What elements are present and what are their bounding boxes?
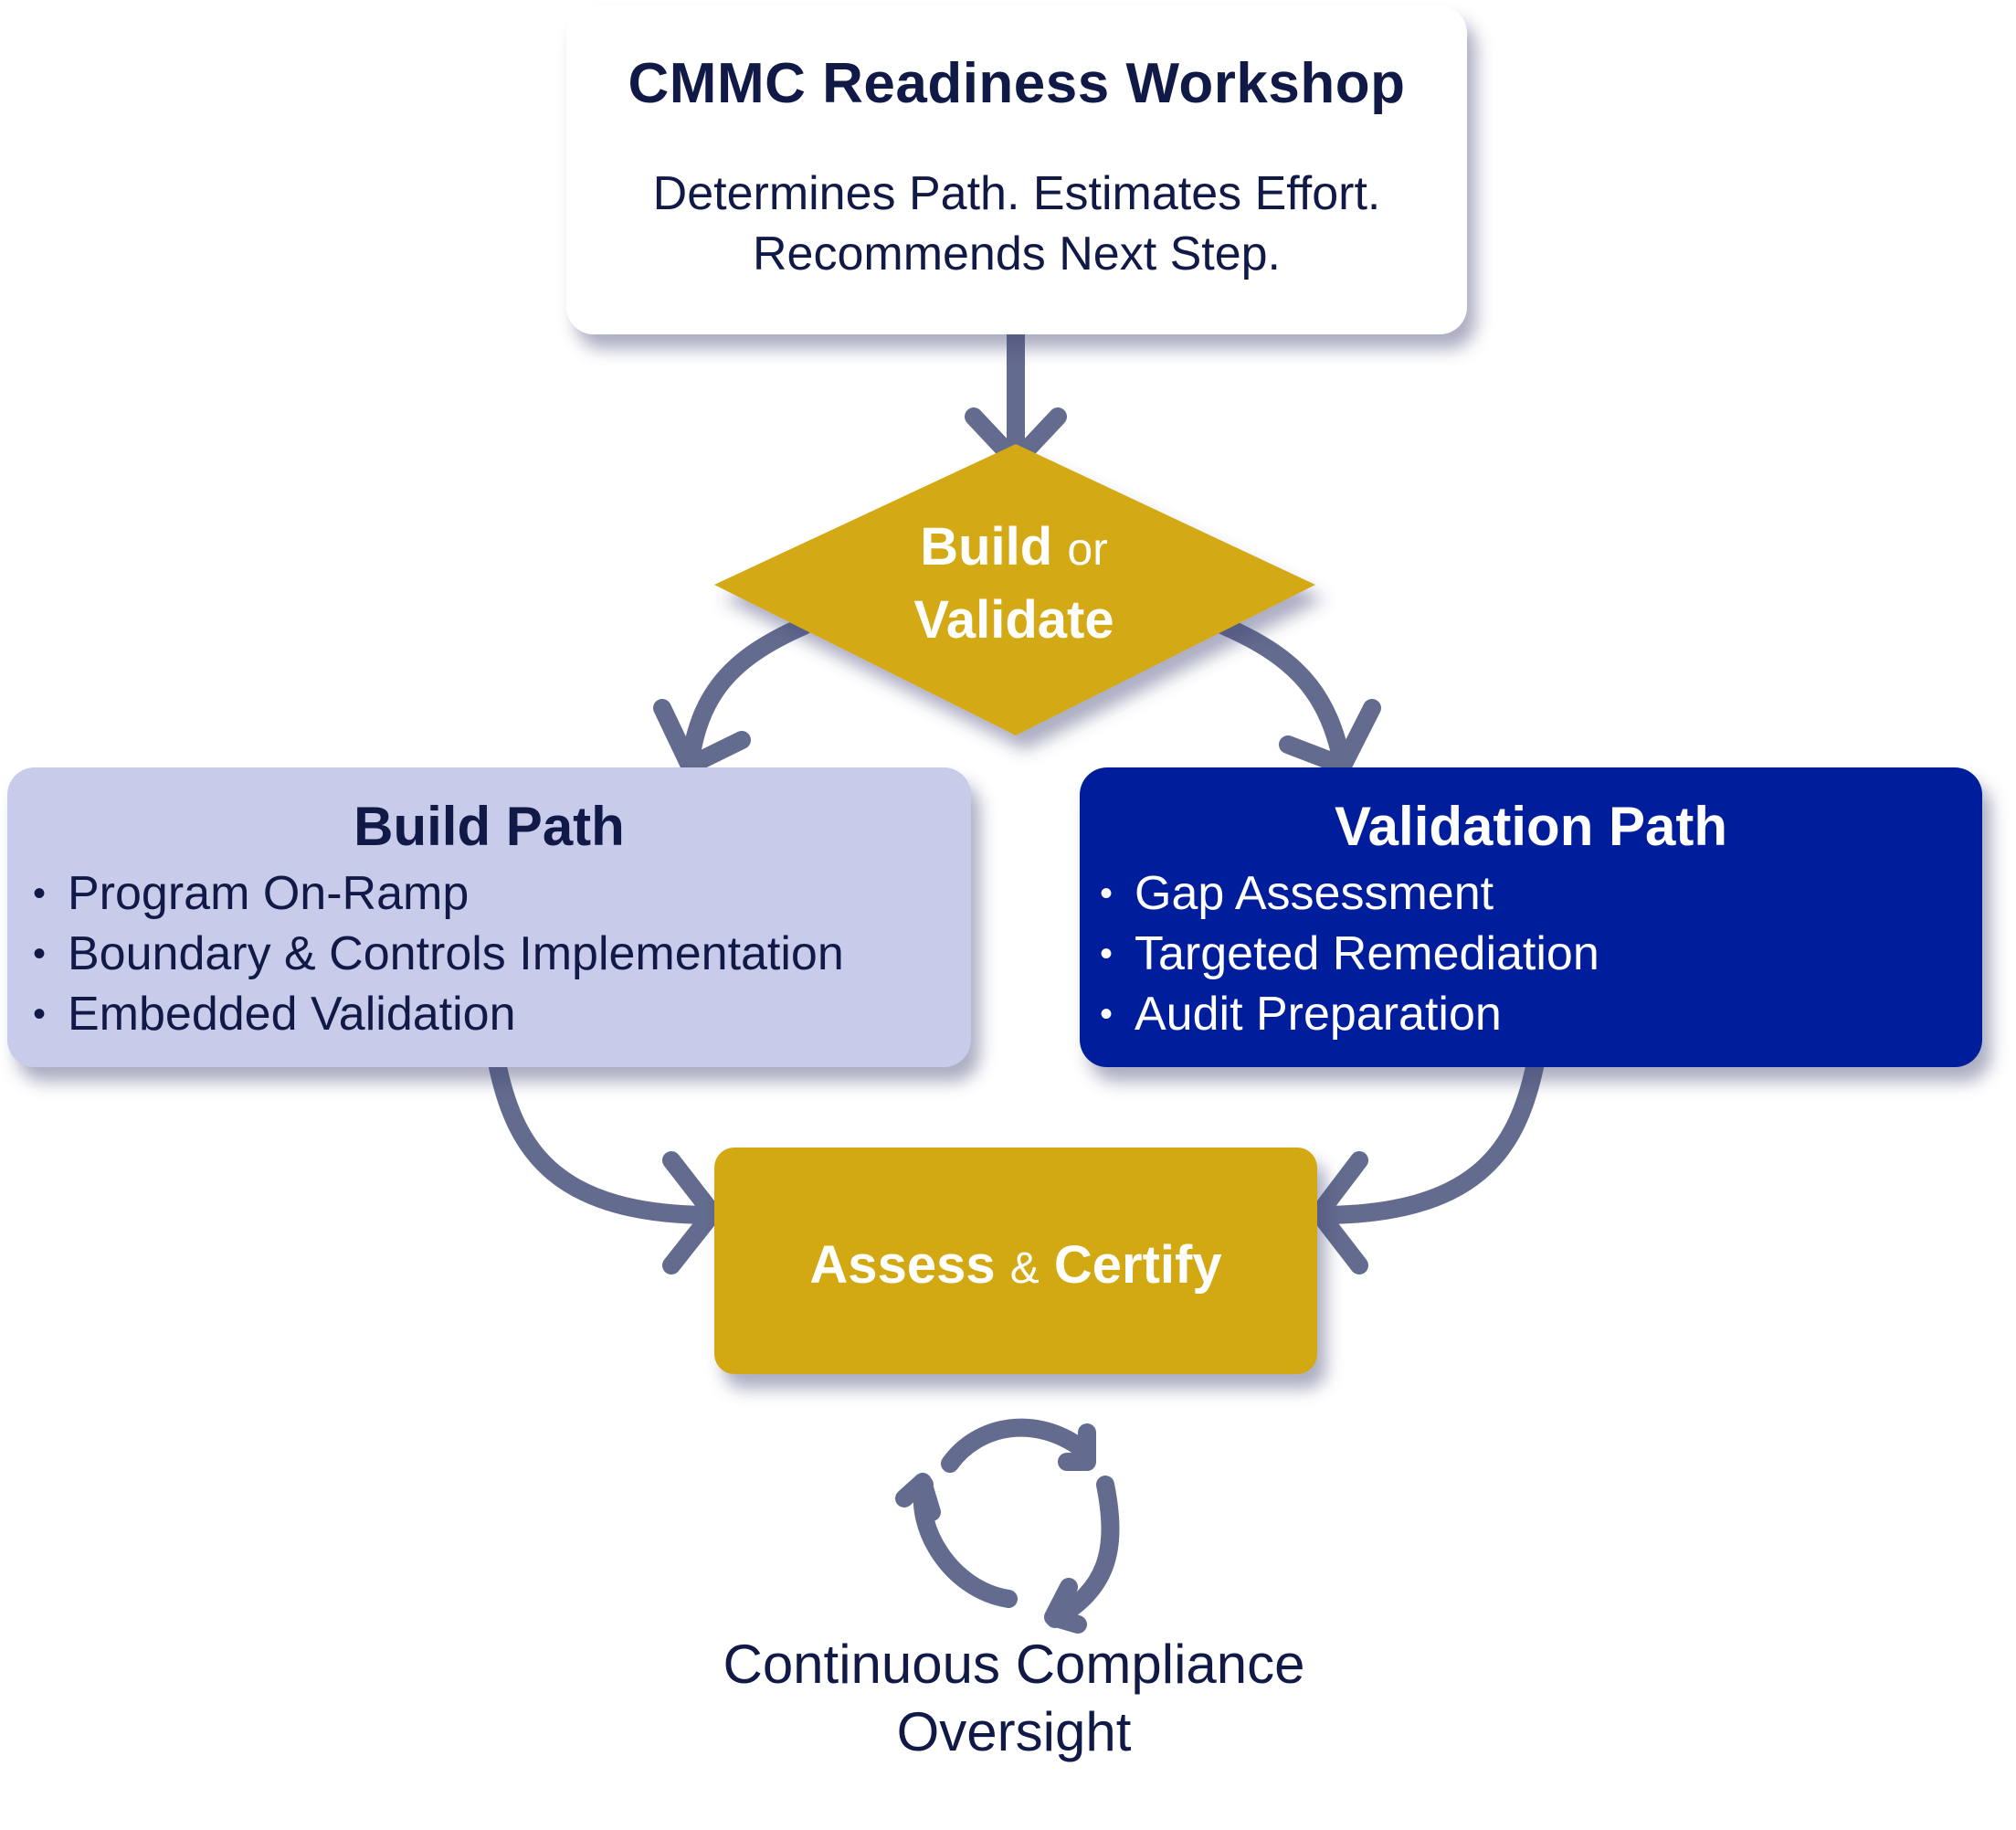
oversight-line-2: Oversight <box>896 1701 1132 1762</box>
validation-path-title: Validation Path <box>1334 796 1728 857</box>
decision-connector: or <box>1067 524 1108 575</box>
decision-diamond <box>714 444 1315 735</box>
validation-path-list: Gap Assessment Targeted Remediation Audi… <box>1100 863 1982 1044</box>
arrow-decision-to-build <box>681 617 813 775</box>
list-item: Embedded Validation <box>33 984 971 1044</box>
list-item: Audit Preparation <box>1100 984 1982 1044</box>
workshop-subtitle-line-2: Recommends Next Step. <box>752 227 1282 280</box>
arrow-build-to-assess <box>489 1058 722 1224</box>
oversight-label: Continuous Compliance Oversight <box>548 1631 1480 1766</box>
list-item: Targeted Remediation <box>1100 924 1982 984</box>
oversight-line-1: Continuous Compliance <box>723 1634 1305 1695</box>
workshop-title: CMMC Readiness Workshop <box>628 52 1406 115</box>
arrow-head-assess-right <box>1310 1151 1368 1275</box>
arrow-validation-to-assess <box>1310 1058 1544 1224</box>
arrow-decision-to-validation <box>1215 617 1352 775</box>
workshop-subtitle: Determines Path. Estimates Effort. Recom… <box>566 164 1467 284</box>
arrow-head-validation <box>1279 699 1381 775</box>
cycle-arrows-icon <box>895 1418 1120 1634</box>
build-path-box: Build Path Program On-Ramp Boundary & Co… <box>7 767 971 1067</box>
decision-word-build: Build <box>920 517 1053 577</box>
list-item: Gap Assessment <box>1100 863 1982 924</box>
build-path-title: Build Path <box>354 796 625 857</box>
validation-path-box: Validation Path Gap Assessment Targeted … <box>1080 767 1982 1067</box>
assess-word: Assess <box>809 1235 996 1295</box>
arrow-head-assess-left <box>662 1151 722 1275</box>
decision-word-validate: Validate <box>913 590 1114 650</box>
decision-label: Build or Validate <box>804 512 1224 656</box>
workshop-subtitle-line-1: Determines Path. Estimates Effort. <box>652 167 1381 220</box>
list-item: Boundary & Controls Implementation <box>33 924 971 984</box>
assess-certify-label: Assess & Certify <box>714 1234 1317 1296</box>
certify-word: Certify <box>1053 1235 1222 1295</box>
assess-certify-box: Assess & Certify <box>714 1148 1317 1374</box>
workshop-box: CMMC Readiness Workshop Determines Path.… <box>566 5 1467 334</box>
arrow-head-build <box>653 699 751 775</box>
list-item: Program On-Ramp <box>33 863 971 924</box>
build-path-list: Program On-Ramp Boundary & Controls Impl… <box>33 863 971 1044</box>
assess-connector: & <box>1009 1244 1040 1293</box>
